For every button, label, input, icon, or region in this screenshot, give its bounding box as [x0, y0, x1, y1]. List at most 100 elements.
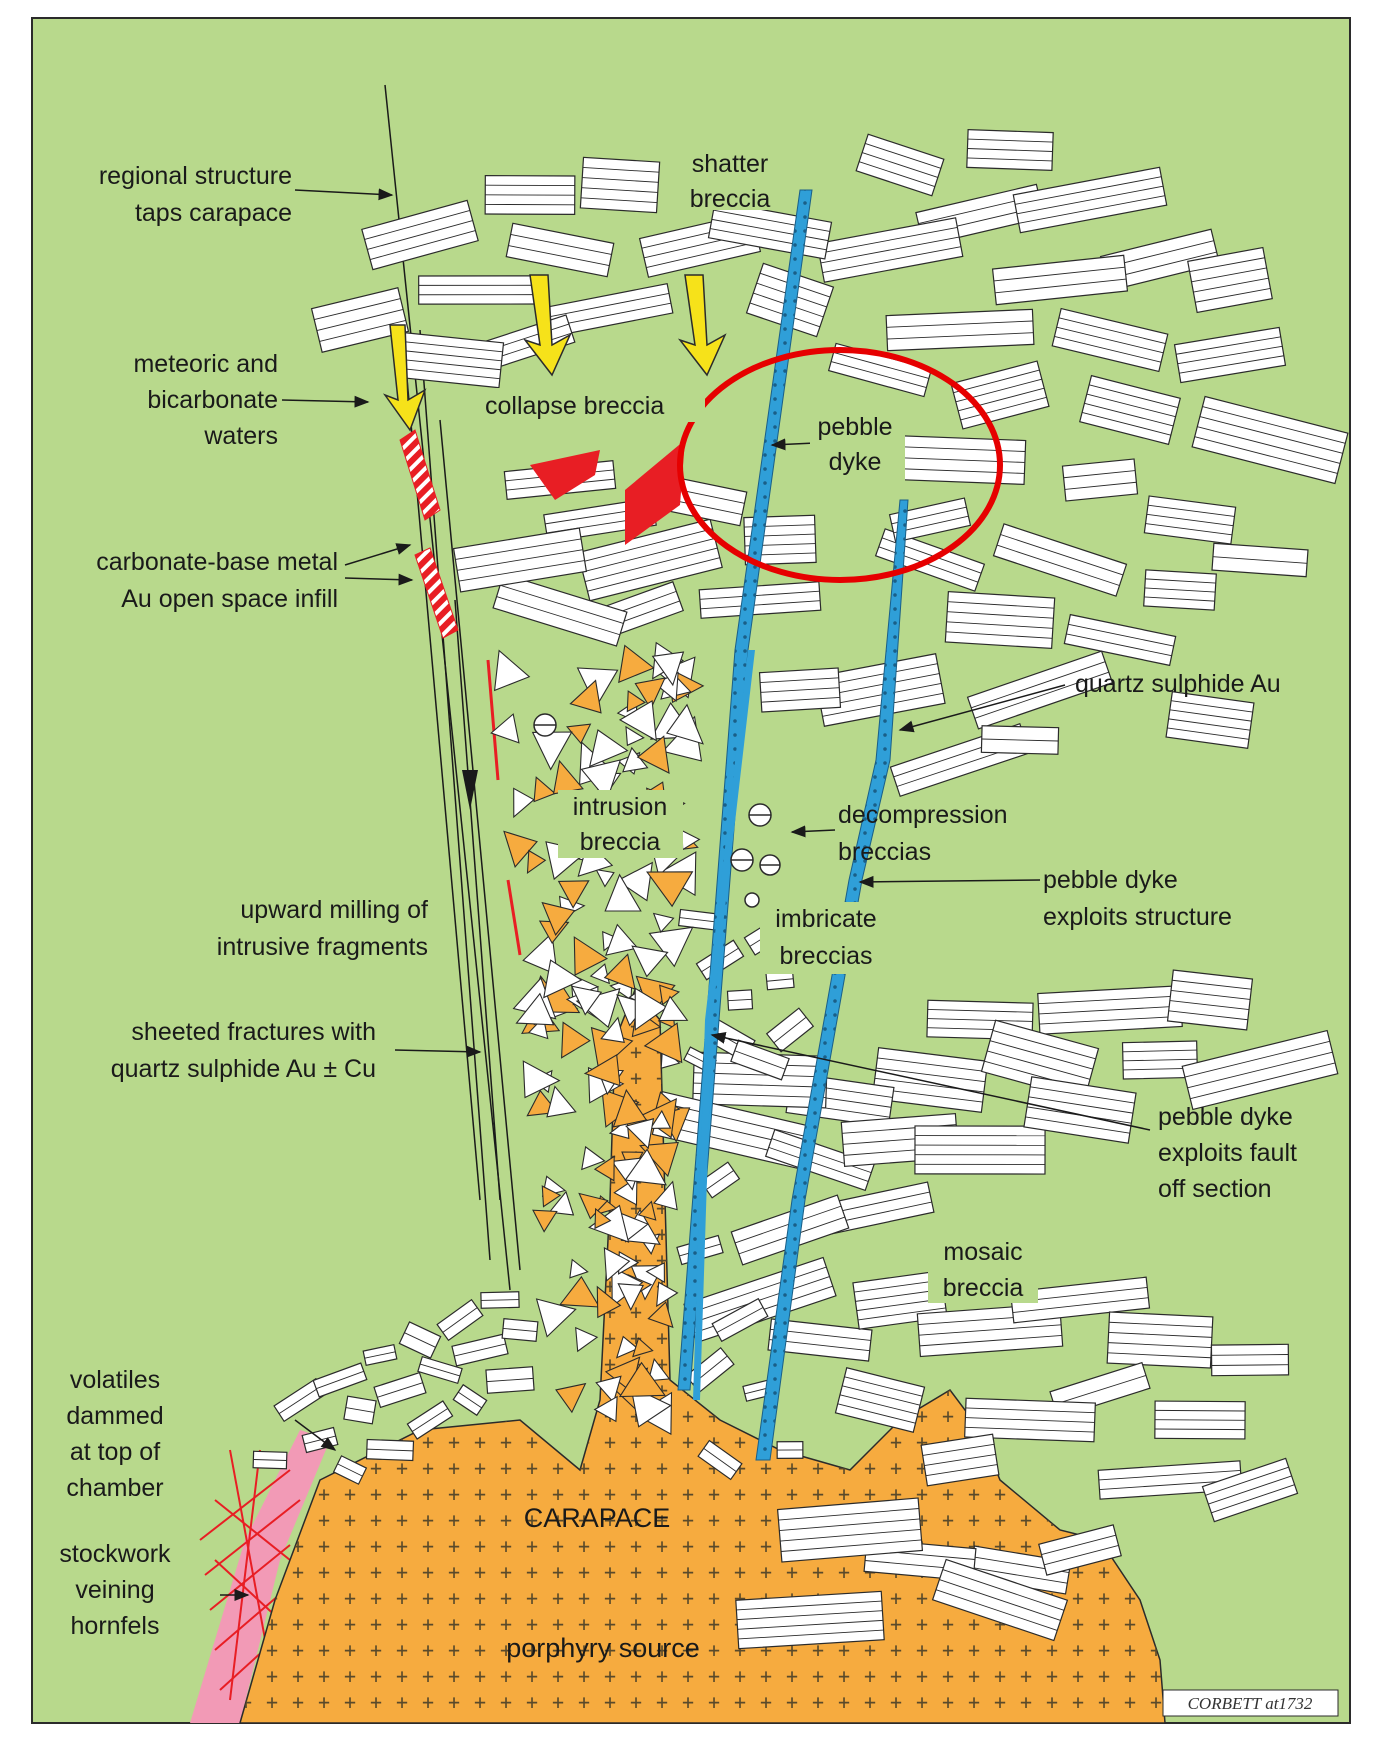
breccia-clast [944, 590, 1056, 650]
orange-fragment [561, 1021, 591, 1059]
orange-fragment [526, 849, 547, 875]
label-volatiles-1: volatiles [70, 1366, 160, 1394]
label-pebble-1: pebble [817, 413, 892, 441]
label-volatiles-3: at top of [70, 1438, 160, 1466]
breccia-clast [505, 222, 615, 278]
label-intrusion-2: breccia [580, 828, 661, 856]
label-sheeted-1: sheeted fractures with [131, 1018, 376, 1046]
orange-fragment [612, 1088, 648, 1128]
breccia-clast [485, 1366, 535, 1394]
label-carbonate-1: carbonate-base metal [96, 548, 338, 576]
white-fragment [631, 945, 669, 978]
white-fragment [653, 1180, 678, 1211]
orange-fragment [593, 1155, 615, 1182]
breccia-clast [758, 667, 842, 713]
orange-fragment [603, 953, 636, 990]
white-fragment [625, 725, 645, 747]
breccia-clast [373, 1371, 427, 1409]
white-fragment [595, 868, 615, 888]
orange-fragment [569, 679, 602, 714]
breccia-clast [418, 275, 542, 305]
breccia-clast [1154, 1400, 1246, 1440]
white-fragment [580, 759, 622, 802]
white-fragment [513, 787, 535, 819]
white-fragment [656, 1281, 679, 1308]
decompression-bubbles [533, 713, 781, 908]
label-milling-2: intrusive fragments [217, 933, 428, 961]
label-carapace: CARAPACE [524, 1503, 671, 1533]
label-regional-structure-2: taps carapace [135, 199, 292, 227]
orange-fragment [618, 1361, 666, 1398]
pebble-dykes [677, 189, 909, 1461]
orange-fragment [634, 677, 666, 710]
label-shatter-1: shatter [692, 150, 768, 178]
white-fragment [546, 1085, 577, 1118]
breccia-clast [484, 174, 576, 216]
breccia-clast [1166, 969, 1254, 1031]
label-intrusion-1: intrusion [573, 793, 668, 821]
breccia-clast [735, 1590, 885, 1650]
label-carbonate-2: Au open space infill [121, 585, 338, 613]
label-stockwork-3: hornfels [71, 1612, 160, 1640]
breccia-clast [1143, 569, 1217, 611]
label-decompression-1: decompression [838, 801, 1008, 829]
breccia-clast [966, 129, 1054, 171]
orange-fragment [533, 776, 557, 803]
breccia-clast [1051, 307, 1169, 373]
label-decompression-2: breccias [838, 838, 931, 866]
breccia-clast [343, 1395, 377, 1425]
label-meteoric-1: meteoric and [133, 350, 278, 378]
white-fragment [648, 926, 694, 968]
orange-fragment [541, 901, 576, 936]
white-fragment [515, 992, 555, 1026]
orange-fragment [541, 1185, 562, 1208]
breccia-clast [332, 1455, 368, 1485]
white-fragment [569, 1258, 589, 1279]
orange-fragment [646, 871, 694, 908]
breccia-clast [417, 1355, 463, 1385]
white-fragment [625, 1118, 655, 1150]
orange-fragment [647, 1301, 674, 1329]
breccia-clast [1187, 246, 1273, 314]
white-fragment [618, 699, 657, 742]
orange-fragment [503, 830, 538, 869]
orange-fragment [573, 936, 608, 976]
orange-fragment [618, 644, 655, 684]
orange-fragment [578, 1192, 609, 1220]
white-fragment [589, 963, 611, 985]
label-imbricate-1: imbricate [775, 905, 876, 933]
meteoric-water-arrows [382, 274, 727, 432]
white-fragment [617, 1283, 644, 1311]
breccia-clast [697, 1439, 743, 1481]
white-fragment [658, 995, 689, 1022]
white-fragment [600, 1016, 625, 1043]
breccia-clast [711, 1297, 769, 1343]
breccia-clast [966, 650, 1114, 730]
white-fragment [651, 651, 685, 687]
orange-fragment [632, 1337, 654, 1358]
label-volatiles-4: chamber [66, 1474, 163, 1502]
breccia-clast [992, 523, 1128, 597]
breccia-clast [776, 1497, 924, 1563]
breccia-clast [730, 1039, 790, 1081]
left-labels: regional structure taps carapace meteori… [59, 162, 428, 1640]
breccia-clast [885, 308, 1035, 352]
collapse-arrows [530, 440, 685, 545]
breccia-clast [1210, 1343, 1290, 1377]
label-stockwork-2: veining [75, 1576, 154, 1604]
breccia-clast [1181, 1029, 1339, 1111]
label-pebble-structure-2: exploits structure [1043, 903, 1232, 931]
orange-fragment [643, 1022, 683, 1064]
breccia-clast [452, 527, 588, 593]
white-fragment [624, 1148, 667, 1186]
label-collapse-breccia: collapse breccia [485, 392, 664, 420]
label-pebble-structure-1: pebble dyke [1043, 866, 1178, 894]
white-fragment [647, 1357, 671, 1382]
white-fragment [645, 1262, 665, 1284]
breccia-clast [931, 1558, 1069, 1642]
label-mosaic-2: breccia [943, 1274, 1024, 1302]
breccia-clast [1211, 542, 1309, 578]
pebble-dyke-highlight-ellipse [677, 347, 1003, 583]
orange-fragment [559, 1275, 601, 1308]
orange-fragment [557, 880, 590, 909]
